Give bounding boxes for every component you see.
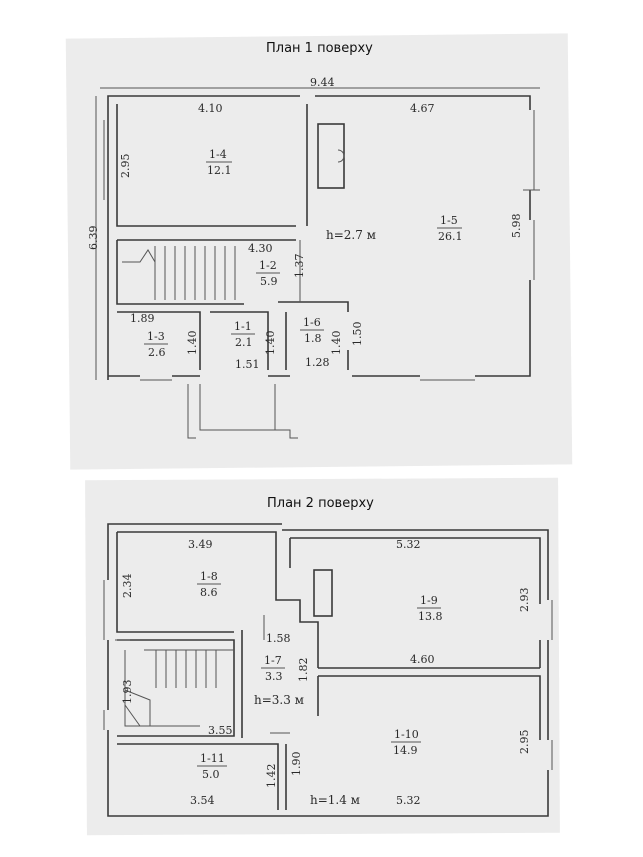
plan-1-walls [95, 87, 540, 439]
plan-2-height-low: h=1.4 м [310, 793, 360, 807]
room-1-7-area: 3.3 [265, 670, 283, 683]
dim-r15-depth: 5.98 [510, 214, 523, 239]
dim-r11-depth: 1.40 [264, 331, 277, 356]
room-1-1-id: 1-1 [234, 320, 252, 333]
room-1-7-id: 1-7 [264, 654, 282, 667]
plan-1-dimensions: 9.44 4.10 4.67 2.95 6.39 5.98 4.30 1.37 … [87, 76, 523, 371]
dim-r14-depth: 2.95 [119, 154, 132, 179]
dim-stair-width: 3.55 [208, 724, 233, 737]
room-1-9-id: 1-9 [420, 594, 438, 607]
dim-r110-width: 5.32 [396, 794, 421, 807]
dim-overall-width: 9.44 [310, 76, 335, 89]
dim-r16-side: 1.50 [351, 322, 364, 347]
room-1-6-area: 1.8 [304, 332, 322, 345]
room-1-10-id: 1-10 [394, 728, 419, 741]
dim-stair-width: 4.30 [248, 242, 273, 255]
room-1-2-area: 5.9 [260, 275, 278, 288]
dim-stair-depth: 1.93 [121, 680, 134, 705]
room-1-6-id: 1-6 [303, 316, 321, 329]
room-1-1-area: 2.1 [235, 336, 253, 349]
room-1-3-id: 1-3 [147, 330, 165, 343]
plan-2-height: h=3.3 м [254, 693, 304, 707]
room-1-8-area: 8.6 [200, 586, 218, 599]
plan-2-title: План 2 поверху [267, 496, 374, 511]
room-1-5-id: 1-5 [440, 214, 458, 227]
plan-2-stair-treads [124, 649, 234, 727]
room-1-4-id: 1-4 [209, 148, 227, 161]
room-1-8-id: 1-8 [200, 570, 218, 583]
dim-corridor: 1.37 [293, 254, 306, 279]
plan-2-room-labels: 1-8 8.6 1-9 13.8 1-7 3.3 1-10 14.9 1-11 … [197, 570, 443, 781]
dim-r17-lower: 1.90 [290, 752, 303, 777]
plan-1-stair-treads [122, 246, 236, 300]
dim-r110-depth: 2.95 [518, 730, 531, 755]
dim-r17-width: 1.58 [266, 632, 291, 645]
dim-r19-width: 5.32 [396, 538, 421, 551]
plan-2-walls [103, 523, 553, 817]
room-1-4-area: 12.1 [207, 164, 232, 177]
dim-r13-depth: 1.40 [186, 331, 199, 356]
room-1-2-id: 1-2 [259, 259, 277, 272]
room-1-3-area: 2.6 [148, 346, 166, 359]
room-1-11-area: 5.0 [202, 768, 220, 781]
dim-r13-width: 1.89 [130, 312, 155, 325]
dim-r18-depth: 2.34 [121, 574, 134, 599]
dim-r110-top: 4.60 [410, 653, 435, 666]
dim-r11-width: 1.51 [235, 358, 260, 371]
dim-r14-width: 4.10 [198, 102, 223, 115]
plan-1-title: План 1 поверху [266, 41, 373, 56]
room-1-10-area: 14.9 [393, 744, 418, 757]
dim-r16-depth: 1.40 [330, 331, 343, 356]
plan-1-height: h=2.7 м [326, 228, 376, 242]
dim-r16-width: 1.28 [305, 356, 330, 369]
room-1-5-area: 26.1 [438, 230, 463, 243]
dim-r15-width: 4.67 [410, 102, 435, 115]
dim-r17-depth: 1.82 [297, 658, 310, 683]
room-1-11-id: 1-11 [200, 752, 225, 765]
dim-r111-depth: 1.42 [265, 764, 278, 789]
plan-2-dimensions: 3.49 5.32 2.34 2.93 1.58 1.82 4.60 1.93 … [121, 538, 531, 807]
room-1-9-area: 13.8 [418, 610, 443, 623]
dim-r19-depth: 2.93 [518, 588, 531, 613]
plan-1-room-labels: 1-4 12.1 1-5 26.1 1-2 5.9 1-3 2.6 1-1 2.… [144, 148, 463, 359]
dim-r111-width: 3.54 [190, 794, 215, 807]
dim-overall-depth: 6.39 [87, 226, 100, 251]
dim-r18-width: 3.49 [188, 538, 213, 551]
